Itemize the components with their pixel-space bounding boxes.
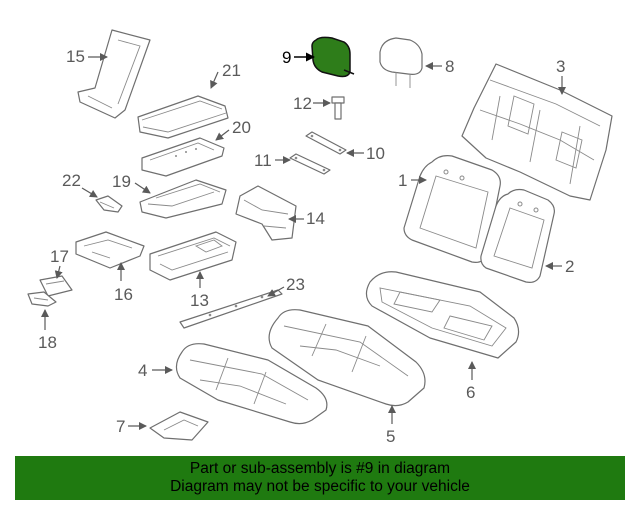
part-7 <box>149 411 209 441</box>
callout-22: 22 <box>62 171 81 190</box>
callout-8: 8 <box>445 57 454 76</box>
callout-7: 7 <box>116 417 125 436</box>
part-20 <box>141 137 225 177</box>
part-6 <box>365 271 520 359</box>
banner-line-2: Diagram may not be specific to your vehi… <box>170 478 470 495</box>
part-4 <box>175 343 328 425</box>
callout-15: 15 <box>66 47 85 66</box>
part-12 <box>331 96 345 120</box>
callout-4: 4 <box>138 361 147 380</box>
part-2 <box>480 188 555 283</box>
callout-18: 18 <box>38 333 57 352</box>
part-9-highlighted <box>311 36 355 78</box>
callout-21: 21 <box>222 61 241 80</box>
callout-11: 11 <box>254 151 272 170</box>
callout-9: 9 <box>282 48 291 67</box>
callout-16: 16 <box>114 285 133 304</box>
callout-12: 12 <box>293 94 312 113</box>
part-17 <box>39 275 73 297</box>
part-3 <box>461 63 613 201</box>
part-1 <box>403 155 501 263</box>
callout-19: 19 <box>112 172 131 191</box>
callout-10: 10 <box>366 144 385 163</box>
callout-6: 6 <box>466 383 475 402</box>
part-5 <box>268 309 426 407</box>
callout-5: 5 <box>386 427 395 446</box>
part-18 <box>27 291 57 307</box>
callout-1: 1 <box>398 171 407 190</box>
part-13 <box>149 231 237 281</box>
part-11 <box>289 153 331 175</box>
callout-20: 20 <box>232 118 251 137</box>
part-10 <box>305 131 347 155</box>
part-22 <box>95 195 123 213</box>
callout-17: 17 <box>50 247 69 266</box>
callout-3: 3 <box>556 57 565 76</box>
part-8 <box>379 37 423 88</box>
part-16 <box>75 231 145 269</box>
part-15 <box>77 29 151 119</box>
callout-14: 14 <box>306 209 325 228</box>
callout-2: 2 <box>565 257 574 276</box>
part-21 <box>137 95 229 139</box>
parts-diagram: 15 21 20 19 22 14 <box>27 29 613 446</box>
banner-line-1: Part or sub-assembly is #9 in diagram <box>189 460 451 477</box>
callout-13: 13 <box>190 291 209 310</box>
part-19 <box>139 179 227 219</box>
callout-23: 23 <box>286 275 305 294</box>
part-23 <box>179 289 283 329</box>
info-banner: Part or sub-assembly is #9 in diagram Di… <box>15 456 625 500</box>
part-14 <box>235 185 297 241</box>
